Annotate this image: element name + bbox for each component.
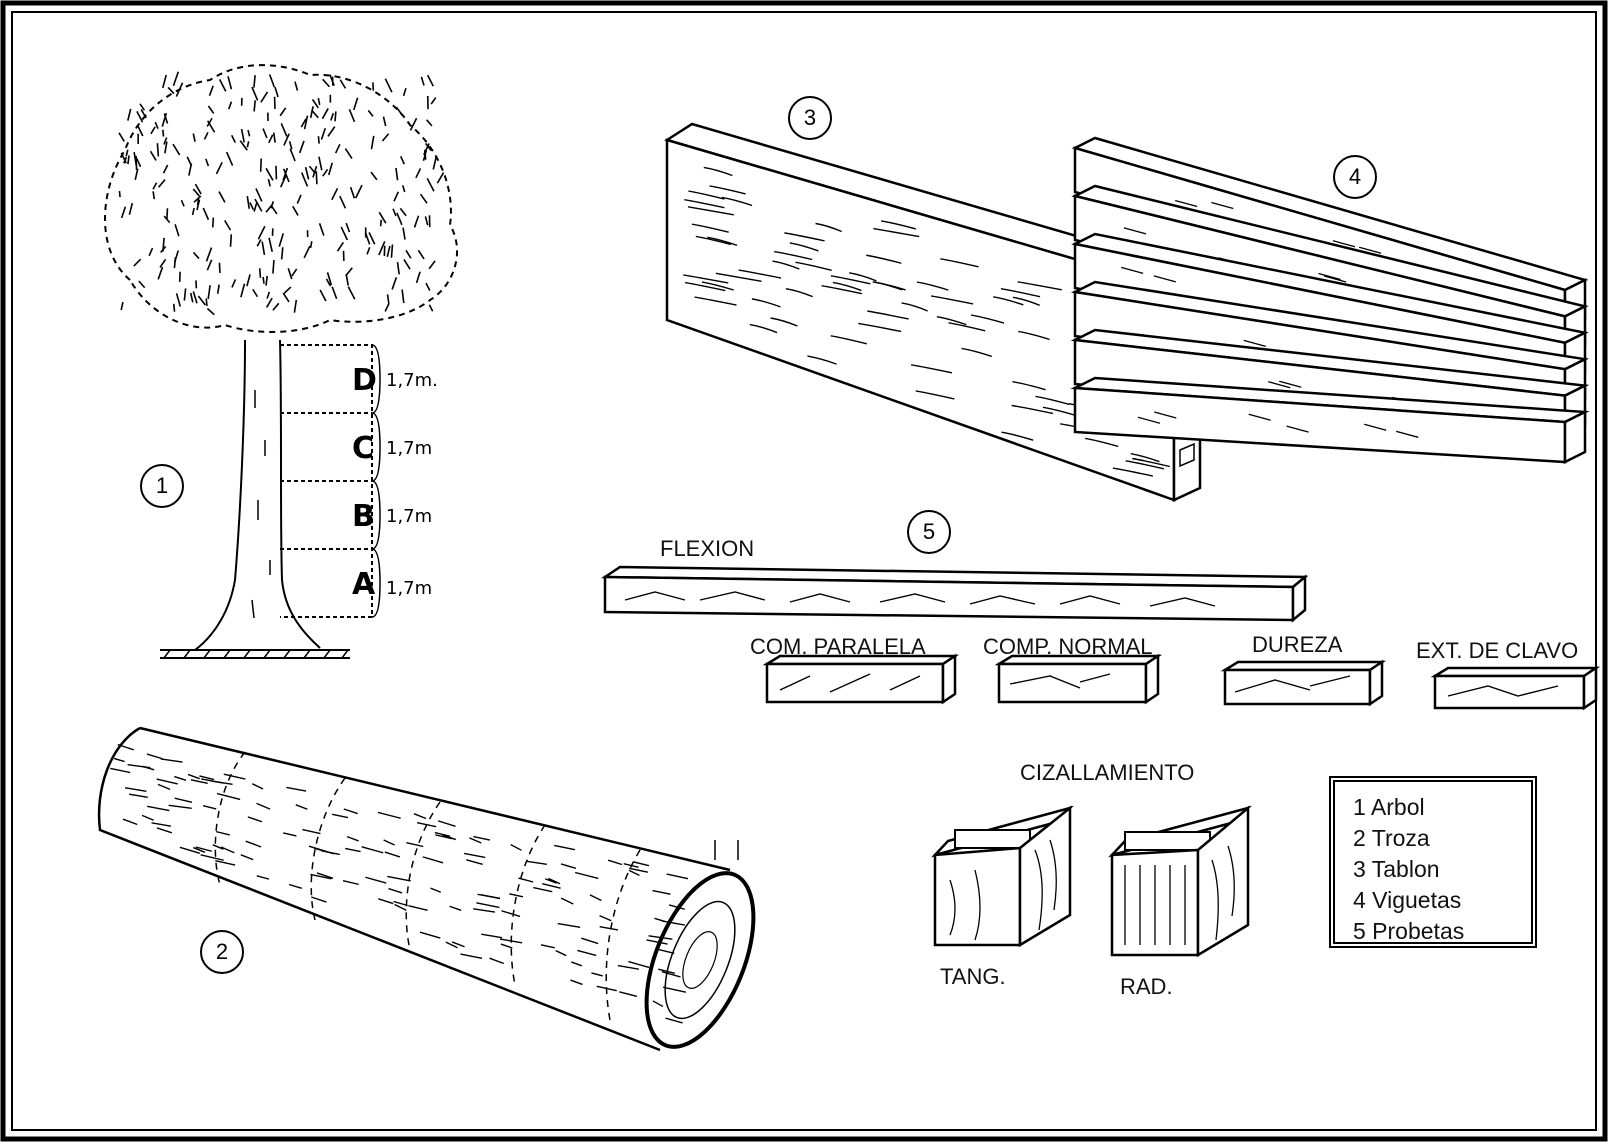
legend-item: 2 Troza (1353, 825, 1430, 851)
cizallamiento-label: CIZALLAMIENTO (1020, 760, 1195, 785)
plank-number-badge: 3 (788, 96, 832, 140)
log-number-badge: 2 (200, 930, 244, 974)
segment-a-letter: A (352, 567, 376, 602)
legend-box: 1 Arbol 2 Troza 3 Tablon 4 Viguetas 5 Pr… (1329, 776, 1537, 948)
tree-drawing (104, 64, 459, 659)
tang-label: TANG. (940, 964, 1006, 989)
specimens-number-badge: 5 (907, 510, 951, 554)
segment-c-length: 1,7m (386, 438, 433, 459)
specimens-drawing (600, 565, 1601, 958)
segment-b-letter: B (352, 499, 375, 534)
legend-item: 1 Arbol (1353, 794, 1425, 820)
segment-a-length: 1,7m (386, 578, 433, 599)
joists-drawing (1070, 136, 1590, 465)
flexion-label: FLEXION (660, 536, 755, 561)
segment-c-letter: C (352, 431, 375, 466)
tree-number-badge: 1 (140, 464, 184, 508)
rad-label: RAD. (1120, 974, 1173, 999)
ext-de-clavo-label: EXT. DE CLAVO (1416, 638, 1579, 663)
legend-item: 4 Viguetas (1353, 887, 1462, 913)
plank-drawing (664, 122, 1204, 502)
dureza-label: DUREZA (1252, 632, 1343, 657)
segment-d-length: 1,7m. (386, 370, 438, 391)
log-drawing (97, 726, 756, 1052)
comp-normal-label: COMP. NORMAL (983, 634, 1153, 659)
com-paralela-label: COM. PARALELA (750, 634, 926, 659)
segment-d-letter: D (352, 363, 377, 398)
segment-b-length: 1,7m (386, 506, 433, 527)
legend-item: 5 Probetas (1353, 918, 1465, 944)
legend-item: 3 Tablon (1353, 856, 1440, 882)
joists-number-badge: 4 (1333, 155, 1377, 199)
